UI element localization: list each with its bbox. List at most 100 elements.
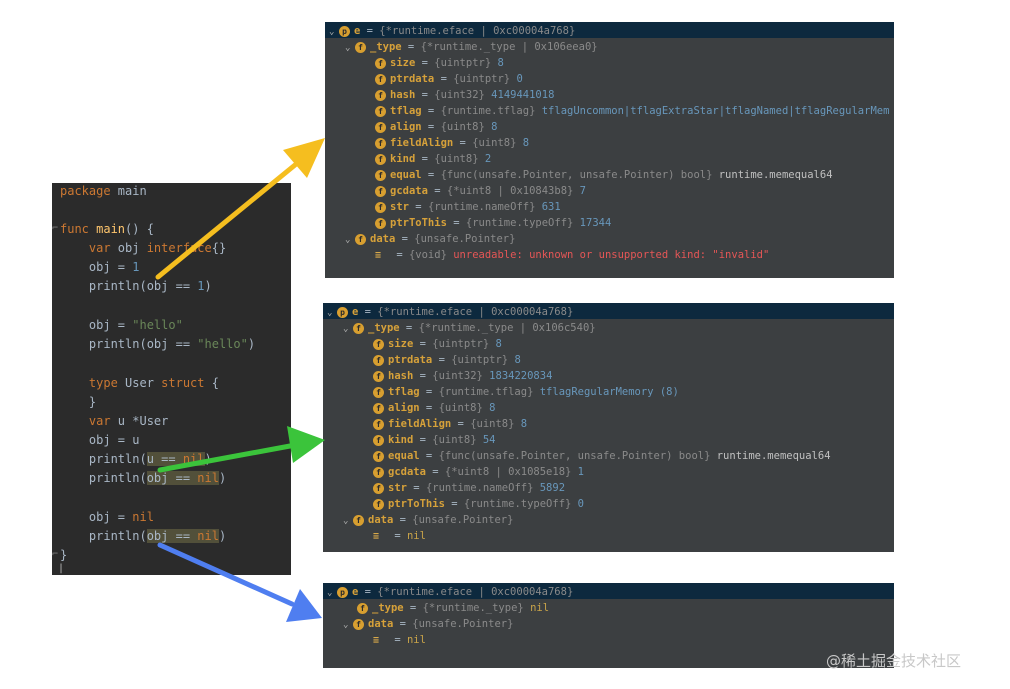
equals-icon: ≡ [373,635,380,646]
field-icon: f [353,618,364,630]
field-icon: f [375,57,386,69]
chevron-down-icon[interactable]: ⌄ [329,27,335,37]
field-icon: f [373,386,384,398]
field-icon: f [375,121,386,133]
field-icon: f [373,354,384,366]
field-icon: f [373,450,384,462]
field-row[interactable]: f_type = {*runtime._type} nil [357,600,549,616]
field-icon: f [373,434,384,446]
field-icon: f [373,498,384,510]
code-line-func-main: func main() { [60,222,154,236]
green-arrow [157,426,325,473]
fold-icon[interactable]: ⌐ [52,549,59,560]
watermark: @稀土掘金技术社区 [826,652,962,670]
field-icon: f [373,370,384,382]
field-icon: f [373,338,384,350]
panel-header [323,303,894,319]
field-icon: f [373,418,384,430]
blue-arrow [157,542,322,622]
field-row[interactable]: ≡ = nil [373,528,426,544]
field-row[interactable]: ≡ = nil [373,632,426,648]
code-line-println-1: println(obj == 1) [60,279,212,293]
code-line-assign-u: obj = u [60,433,140,447]
field-icon: p [339,25,350,37]
field-icon: f [373,466,384,478]
field-icon: f [355,233,366,245]
field-row[interactable]: ⌄f_type = {*runtime._type | 0x106c540} [343,320,596,336]
chevron-down-icon[interactable]: ⌄ [343,516,349,526]
chevron-down-icon[interactable]: ⌄ [327,308,333,318]
panel-header [323,583,894,599]
code-line-close-func: } [60,548,68,562]
yellow-arrow [155,138,325,280]
field-icon: p [337,306,348,318]
code-line-assign-1: obj = 1 [60,260,140,274]
equals-icon: ≡ [375,250,382,261]
code-line-println-hello: println(obj == "hello") [60,337,256,351]
field-row[interactable]: ⌄f_type = {*runtime._type | 0x106eea0} [345,39,598,55]
code-line-assign-hello: obj = "hello" [60,318,183,332]
chevron-down-icon[interactable]: ⌄ [343,324,349,334]
code-line-println-obj-nil-2: println(obj == nil) [60,529,227,543]
code-line-close-struct: } [60,395,97,409]
code-line-var-obj: var obj interface{} [60,241,227,255]
field-icon: f [375,153,386,165]
chevron-down-icon[interactable]: ⌄ [343,620,349,630]
chevron-down-icon[interactable]: ⌄ [345,235,351,245]
fold-icon[interactable]: ⌐ [52,223,59,234]
code-editor: package main func main() { var obj inter… [52,183,291,575]
field-icon: f [375,73,386,85]
equals-icon: ≡ [373,531,380,542]
code-line-type-user: type User struct { [60,376,219,390]
field-icon: f [355,41,366,53]
field-icon: f [375,201,386,213]
field-icon: f [375,169,386,181]
chevron-down-icon[interactable]: ⌄ [327,588,333,598]
field-icon: f [373,402,384,414]
field-icon: f [375,217,386,229]
field-icon: f [375,89,386,101]
chevron-down-icon[interactable]: ⌄ [345,43,351,53]
field-icon: f [375,185,386,197]
field-icon: f [357,602,368,614]
panel-header [325,22,894,38]
code-line-println-obj-nil-1: println(obj == nil) [60,471,227,485]
field-icon: f [353,514,364,526]
field-icon: f [375,137,386,149]
field-icon: f [373,482,384,494]
code-line-assign-nil: obj = nil [60,510,154,524]
field-row[interactable]: ≡ = {void} unreadable: unknown or unsupp… [375,247,769,263]
